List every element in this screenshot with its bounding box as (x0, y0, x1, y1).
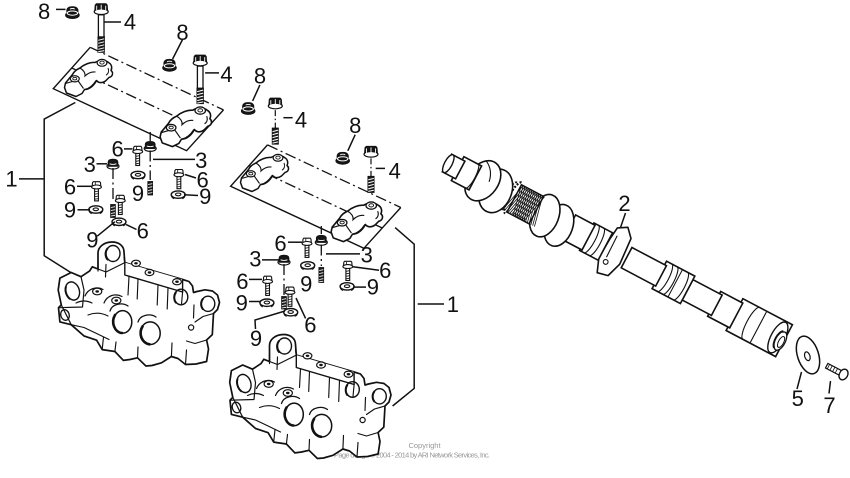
svg-text:9: 9 (132, 181, 144, 206)
svg-text:Copyright: Copyright (408, 441, 441, 450)
svg-text:3: 3 (84, 152, 96, 177)
svg-text:2: 2 (618, 191, 630, 216)
svg-text:4: 4 (124, 10, 136, 35)
svg-text:4: 4 (389, 159, 401, 184)
svg-text:3: 3 (249, 246, 261, 271)
svg-text:6: 6 (304, 312, 316, 337)
svg-text:8: 8 (176, 20, 188, 45)
svg-text:9: 9 (199, 184, 211, 209)
svg-text:3: 3 (361, 242, 373, 267)
svg-text:Page design © 2004 - 2014 by A: Page design © 2004 - 2014 by ARI Network… (334, 451, 490, 460)
svg-text:6: 6 (379, 258, 391, 283)
svg-text:6: 6 (274, 231, 286, 256)
svg-text:5: 5 (792, 386, 804, 411)
svg-text:9: 9 (250, 326, 262, 351)
svg-text:6: 6 (64, 174, 76, 199)
svg-text:7: 7 (823, 393, 835, 418)
svg-text:8: 8 (38, 0, 50, 24)
svg-text:1: 1 (5, 167, 17, 192)
svg-text:9: 9 (236, 291, 248, 316)
svg-text:9: 9 (367, 274, 379, 299)
svg-text:4: 4 (220, 62, 232, 87)
svg-text:6: 6 (137, 219, 149, 244)
svg-text:3: 3 (195, 148, 207, 173)
svg-text:4: 4 (295, 107, 307, 132)
svg-text:6: 6 (196, 168, 208, 193)
svg-text:6: 6 (111, 136, 123, 161)
svg-text:1: 1 (447, 292, 459, 317)
svg-text:8: 8 (254, 63, 266, 88)
svg-text:6: 6 (236, 269, 248, 294)
svg-text:8: 8 (349, 113, 361, 138)
svg-text:9: 9 (86, 227, 98, 252)
svg-text:9: 9 (64, 198, 76, 223)
svg-text:9: 9 (300, 272, 312, 297)
